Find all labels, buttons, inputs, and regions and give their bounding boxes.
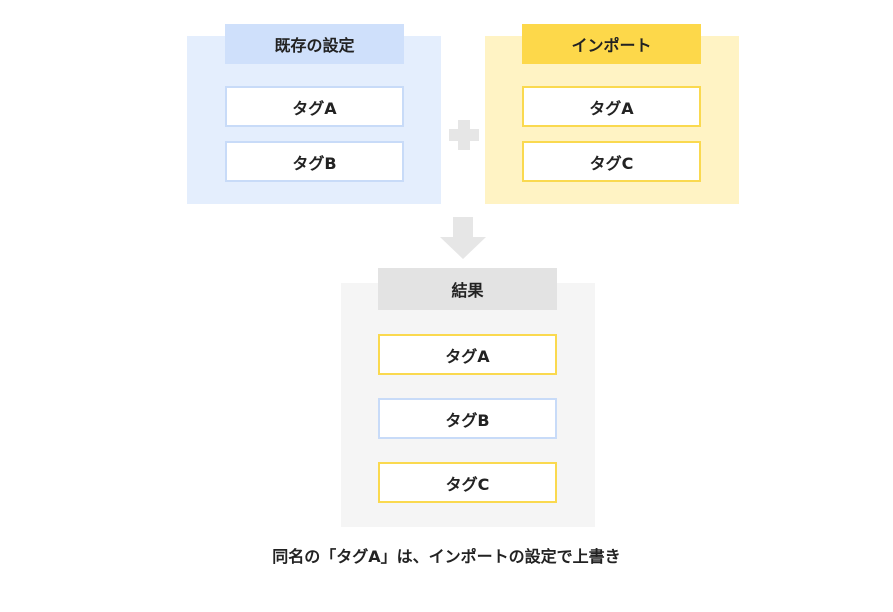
existing-tag-a: タグA xyxy=(225,86,404,127)
import-tag-c: タグC xyxy=(522,141,701,182)
import-tag-a: タグA xyxy=(522,86,701,127)
result-title: 結果 xyxy=(378,268,557,310)
caption: 同名の「タグA」は、インポートの設定で上書き xyxy=(272,547,621,566)
plus-icon xyxy=(449,120,479,150)
existing-tag-b: タグB xyxy=(225,141,404,182)
result-tag-c: タグC xyxy=(378,462,557,503)
existing-settings-title: 既存の設定 xyxy=(225,24,404,64)
arrow-down-icon xyxy=(440,217,486,259)
result-tag-a: タグA xyxy=(378,334,557,375)
result-tag-b: タグB xyxy=(378,398,557,439)
import-title: インポート xyxy=(522,24,701,64)
